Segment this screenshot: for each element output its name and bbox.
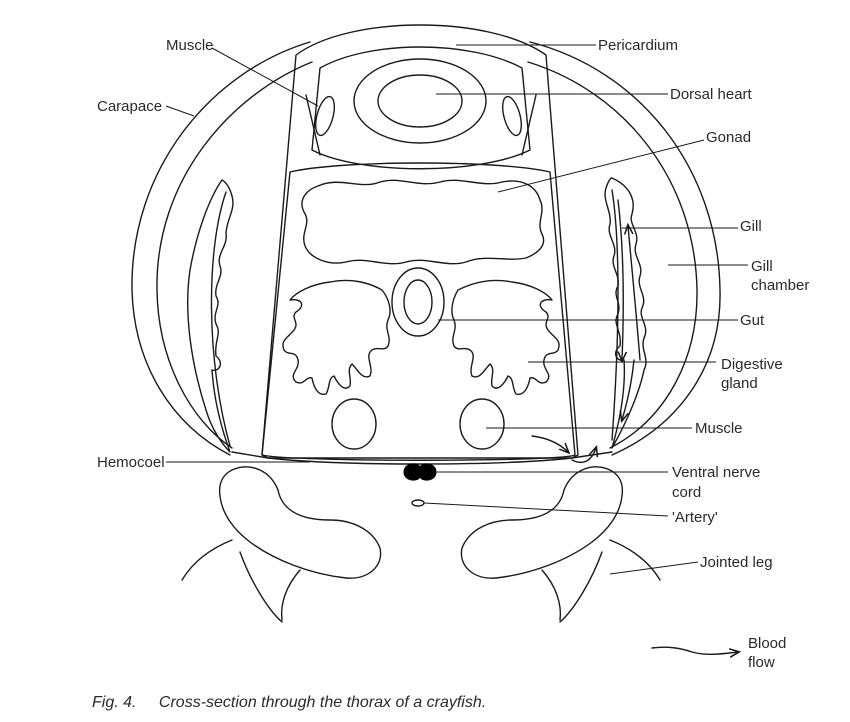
leader-artery (423, 502, 669, 517)
figure-caption: Fig. 4. Cross-section through the thorax… (92, 694, 486, 712)
label-digestive-gland-line2: gland (721, 375, 758, 392)
ventral-nerve-cord (403, 463, 437, 481)
jointed-leg-left-inner (280, 569, 301, 621)
label-dorsal-heart: Dorsal heart (670, 86, 752, 103)
ventral-plate (231, 451, 613, 465)
ventral-artery (411, 499, 425, 507)
jointed-leg-left-lower (239, 551, 283, 623)
pericardium-floor (311, 46, 531, 170)
label-blood-flow-line1: Blood (748, 635, 787, 652)
label-ventral-nerve-cord-line1: Ventral nerve (672, 464, 761, 481)
leader-muscle-top (211, 47, 319, 107)
carapace-inner-left (156, 61, 313, 449)
label-gut: Gut (740, 312, 765, 329)
label-pericardium: Pericardium (598, 37, 679, 54)
label-muscle-right: Muscle (695, 420, 743, 437)
label-gill-chamber-line2: chamber (751, 277, 810, 294)
dorsal-muscle-right (501, 95, 523, 137)
dorsal-heart-outer (353, 58, 487, 144)
carapace-outer-right (529, 41, 721, 456)
carapace-inner-right (527, 61, 698, 449)
blood-flow-legend-arrow (651, 646, 738, 654)
figure-number: Fig. 4. (92, 694, 137, 711)
pericardium-septum (521, 94, 537, 156)
digestive-gland-left (282, 279, 391, 395)
label-blood-flow-line2: flow (748, 654, 775, 671)
label-carapace: Carapace (97, 98, 163, 115)
gill-right-axis (611, 189, 619, 441)
label-muscle-top: Muscle (166, 37, 214, 54)
hemocoel-outline (261, 162, 576, 461)
leader-carapace (165, 105, 195, 117)
digestive-gland-right (451, 279, 560, 395)
leg-base-right (460, 466, 624, 579)
leader-jointed-leg (609, 561, 699, 575)
gill-flow-arrow-down (617, 199, 623, 360)
leader-gonad (497, 139, 705, 193)
pericardium-outline (261, 24, 579, 459)
gonad (301, 179, 545, 265)
label-gill-chamber-line1: Gill (751, 258, 773, 275)
gut-inner (403, 279, 433, 325)
label-gill: Gill (740, 218, 762, 235)
ventral-muscle-left (331, 398, 377, 450)
jointed-leg-right-inner (541, 569, 562, 621)
jointed-leg-right (609, 539, 661, 581)
gill-base-flow-arrow (571, 448, 596, 464)
label-hemocoel: Hemocoel (97, 454, 165, 471)
label-digestive-gland-line1: Digestive (721, 356, 783, 373)
jointed-leg-left (181, 539, 233, 581)
hemocoel-flow-arrow (531, 435, 568, 452)
label-gonad: Gonad (706, 129, 752, 146)
gut-outer (391, 267, 445, 337)
jointed-leg-right-lower (559, 551, 603, 623)
label-ventral-nerve-cord-line2: cord (672, 484, 702, 501)
dorsal-muscle-left (314, 95, 336, 137)
figure-caption-text: Cross-section through the thorax of a cr… (158, 694, 487, 711)
gill-left (187, 179, 234, 453)
gill-left-axis (210, 191, 231, 447)
label-jointed-leg: Jointed leg (700, 554, 773, 571)
gill-flow-arrow-up (628, 226, 641, 361)
label-artery: 'Artery' (672, 509, 718, 526)
ventral-muscle-right (459, 398, 505, 450)
pericardium-septum (305, 94, 321, 156)
leg-base-left (218, 466, 382, 579)
carapace-outer-left (131, 41, 311, 456)
gill-flow-arrow-down-lower (622, 359, 635, 420)
dorsal-heart-inner (377, 74, 463, 128)
